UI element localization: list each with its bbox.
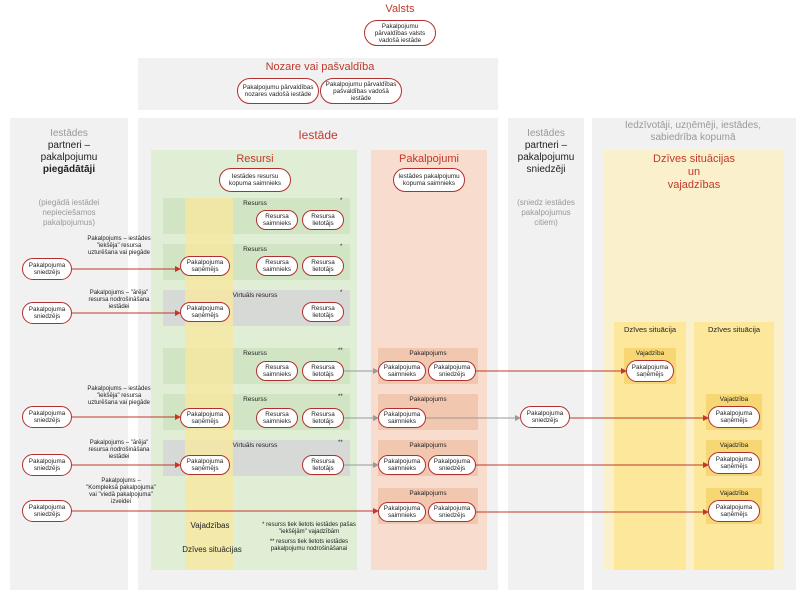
pak-label-2: Pakalpojums — [409, 396, 447, 403]
pak-label-3: Pakalpojums — [409, 442, 447, 449]
valsts-title: Valsts — [385, 3, 415, 15]
virt-label-1: Virtuāls resurss — [232, 292, 278, 299]
far-right-sub-3: vajadzības — [667, 179, 721, 191]
pak-label-4: Pakalpojums — [409, 490, 447, 497]
vaj-label-4: Vajadzība — [719, 490, 749, 497]
right-partner-column — [508, 118, 584, 590]
pak-sanem-3: Pakalpojuma saņēmējs — [180, 408, 230, 428]
vaj-label-2: Vajadzība — [719, 396, 749, 403]
star-6: ** — [338, 440, 343, 446]
left-text-3: Pakalpojums – iestādes "iekšēja" resursa… — [87, 386, 151, 406]
resurss-label-1: Resurss — [243, 200, 267, 207]
left-text-5: Pakalpojums – "Kompleksā pakalpojuma" va… — [86, 478, 156, 505]
vaj-sanem-2: Pakalpojuma saņēmējs — [708, 406, 760, 428]
star-4: ** — [338, 348, 343, 354]
left-pak-snied-5: Pakalpojuma sniedzējs — [22, 500, 72, 522]
resursa-lietotajs-5: Resursa lietotājs — [302, 408, 344, 428]
star-1: * — [340, 198, 343, 204]
right-title-1: Iestādes — [527, 128, 565, 139]
resursa-saimnieks-4: Resursa saimnieks — [256, 408, 298, 428]
resurss-label-3: Resurss — [243, 350, 267, 357]
pakalpojumi-owner: Iestādes pakalpojumu kopuma saimnieks — [393, 168, 465, 192]
left-text-4: Pakalpojums – "ārēja" resursa nodrošināš… — [88, 440, 150, 460]
vaj-sanem-3: Pakalpojuma saņēmējs — [708, 452, 760, 474]
note-1: * resurss tiek lietots iestādes pašas "i… — [262, 522, 356, 535]
pak-sanem-4: Pakalpojuma saņēmējs — [180, 455, 230, 475]
resursa-lietotajs-6: Resursa lietotājs — [302, 455, 344, 475]
far-right-sub: Dzīves situācijas un vajadzības — [604, 153, 784, 192]
resursa-saimnieks-3: Resursa saimnieks — [256, 361, 298, 381]
pak-saim-3: Pakalpojuma saimnieks — [378, 455, 426, 475]
right-col-title: Iestādes partneri – pakalpojumu sniedzēj… — [508, 128, 584, 176]
resurss-label-4: Resurss — [243, 396, 267, 403]
left-pak-snied-1: Pakalpojuma sniedzējs — [22, 258, 72, 280]
resursa-lietotajs-3: Resursa lietotājs — [302, 302, 344, 322]
left-title-2: partneri – — [47, 140, 91, 151]
left-text-2: Pakalpojums – "ārēja" resursa nodrošināš… — [88, 290, 150, 310]
nozare-box-2: Pakalpojumu pārvaldības pašvaldības vado… — [320, 78, 402, 104]
vaj-label-3: Vajadzība — [719, 442, 749, 449]
pakalpojumi-title: Pakalpojumi — [399, 153, 459, 165]
far-right-sub-2: un — [687, 166, 701, 178]
star-2: * — [340, 244, 343, 250]
nozare-area — [138, 58, 498, 110]
left-title-3: pakalpojumu — [40, 152, 98, 163]
resurss-label-2: Resurss — [243, 246, 267, 253]
left-pak-snied-4: Pakalpojuma sniedzējs — [22, 454, 72, 476]
pak-snied-3: Pakalpojuma sniedzējs — [428, 455, 476, 475]
resursa-saimnieks-1: Resursa saimnieks — [256, 210, 298, 230]
nozare-title: Nozare vai pašvaldība — [265, 61, 375, 73]
pak-snied-1: Pakalpojuma sniedzējs — [428, 361, 476, 381]
resursi-title: Resursi — [236, 153, 274, 165]
vaj-label-1: Vajadzība — [635, 350, 665, 357]
left-col-title: Iestādes partneri – pakalpojumu piegādāt… — [10, 128, 128, 176]
iestade-title: Iestāde — [298, 128, 338, 142]
virt-label-2: Virtuāls resurss — [232, 442, 278, 449]
left-text-1: Pakalpojums – iestādes "iekšēja" resursa… — [87, 236, 151, 256]
left-pak-snied-2: Pakalpojuma sniedzējs — [22, 302, 72, 324]
far-right-title: Iedzīvotāji, uzņēmēji, iestādes, sabiedr… — [624, 120, 762, 143]
star-3: * — [340, 290, 343, 296]
resursa-lietotajs-4: Resursa lietotājs — [302, 361, 344, 381]
right-title-3: pakalpojumu — [517, 152, 575, 163]
left-col-sub: (piegādā iestādei nepieciešamos pakalpoj… — [38, 198, 100, 227]
ds-label-1: Dzīves situācija — [623, 325, 677, 334]
right-title-4: sniedzēji — [526, 164, 566, 175]
right-title-2: partneri – — [524, 140, 568, 151]
resursa-lietotajs-1: Resursa lietotājs — [302, 210, 344, 230]
resursa-lietotajs-2: Resursa lietotājs — [302, 256, 344, 276]
vajadzibas-label: Vajadzības — [190, 521, 230, 530]
pak-saim-4: Pakalpojuma saimnieks — [378, 502, 426, 522]
valsts-box: Pakalpojumu pārvaldības valsts vadošā ie… — [364, 20, 436, 46]
star-5: ** — [338, 394, 343, 400]
nozare-box-1: Pakalpojumu pārvaldības nozares vadošā i… — [237, 78, 319, 104]
note-2: ** resurss tiek lietots iestādes pakalpo… — [269, 539, 349, 552]
left-title-4: piegādātāji — [42, 164, 96, 175]
pak-snied-4: Pakalpojuma sniedzējs — [428, 502, 476, 522]
pak-label-1: Pakalpojums — [409, 350, 447, 357]
resursi-owner: Iestādes resursu kopuma saimnieks — [219, 168, 291, 192]
dzives-label: Dzīves situācijas — [182, 545, 242, 554]
resursa-saimnieks-2: Resursa saimnieks — [256, 256, 298, 276]
left-pak-snied-3: Pakalpojuma sniedzējs — [22, 406, 72, 428]
right-col-sub: (sniedz iestādes pakalpojumus citiem) — [517, 198, 575, 227]
ds-label-2: Dzīves situācija — [707, 325, 761, 334]
left-title-1: Iestādes — [50, 128, 88, 139]
far-right-sub-1: Dzīves situācijas — [653, 153, 735, 165]
